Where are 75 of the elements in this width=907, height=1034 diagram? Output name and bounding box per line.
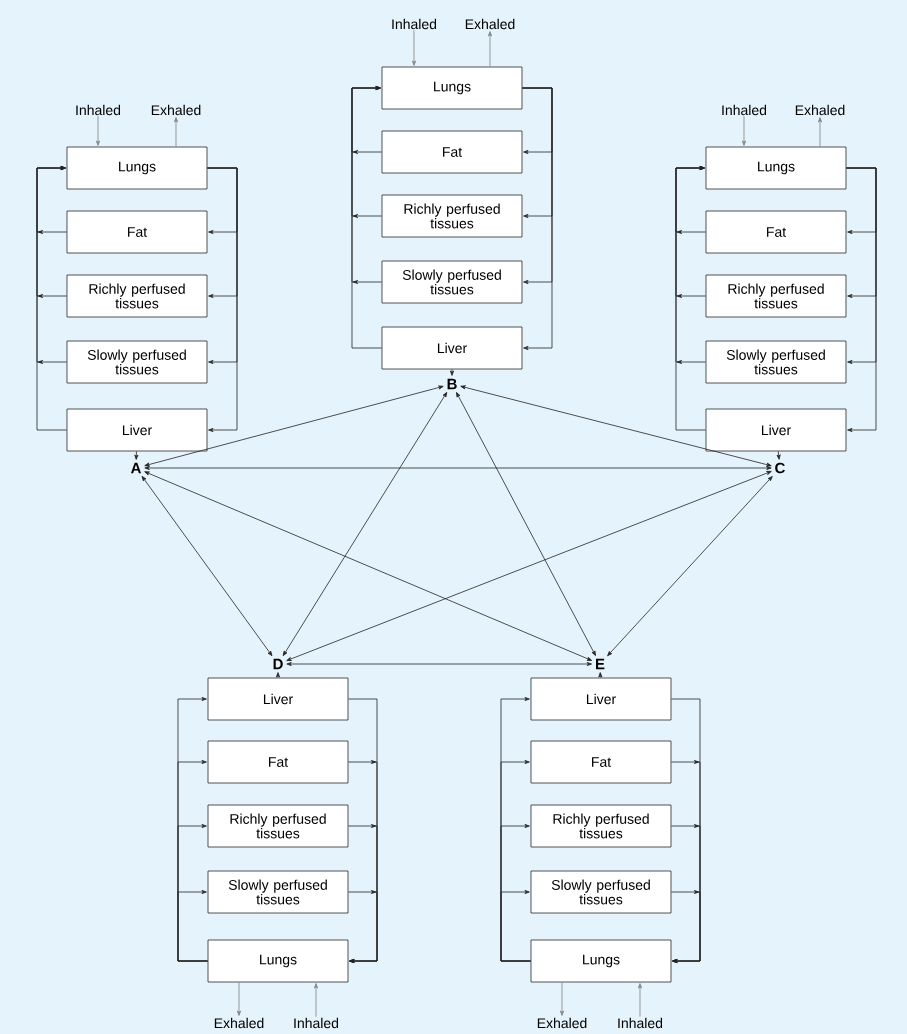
flow-label: Exhaled [465, 18, 515, 30]
compartment-box: Liver [381, 326, 523, 370]
compartment-box: Richly perfused tissues [66, 274, 208, 318]
compartment-box: Lungs [66, 146, 208, 190]
flow-arrow [177, 890, 208, 962]
compartment-box: Fat [530, 740, 672, 784]
flow-arrow [134, 451, 139, 460]
flow-arrow [846, 167, 877, 432]
exchange-arrow [456, 392, 596, 656]
breath-arrow [237, 982, 241, 1016]
flow-label: Inhaled [392, 18, 437, 30]
compartment-box: Liver [207, 677, 349, 721]
compartment-box: Richly perfused tissues [381, 194, 523, 238]
flow-arrow [207, 167, 238, 432]
compartment-letter: D [273, 658, 283, 670]
flow-label: Exhaled [214, 1017, 264, 1029]
compartment-box: Richly perfused tissues [530, 804, 672, 848]
flow-label: Inhaled [722, 104, 767, 116]
compartment-box: Lungs [705, 146, 847, 190]
exchange-arrow [286, 662, 592, 666]
exchange-arrow [144, 471, 593, 661]
exchange-arrow [282, 392, 448, 657]
exchange-arrow [144, 385, 444, 467]
compartment-box: Slowly perfused tissues [530, 870, 672, 914]
compartment-box: Liver [530, 677, 672, 721]
compartment-box: Lungs [207, 939, 349, 983]
compartment-box: Slowly perfused tissues [66, 340, 208, 384]
breath-arrow [488, 31, 492, 67]
flow-label: Inhaled [76, 104, 121, 116]
exchange-arrow [144, 466, 772, 470]
flow-arrow [671, 890, 701, 963]
exchange-arrow [460, 385, 772, 467]
compartment-box: Fat [66, 210, 208, 254]
compartment-box: Slowly perfused tissues [381, 260, 523, 304]
compartment-letter: B [447, 378, 457, 390]
exchange-arrow [607, 476, 773, 657]
compartment-box: Fat [705, 210, 847, 254]
flow-arrow [500, 890, 531, 962]
flow-arrow [522, 87, 553, 350]
compartment-letter: E [596, 658, 605, 670]
flow-arrow [776, 451, 781, 460]
breath-arrow [314, 983, 318, 1018]
compartment-box: Richly perfused tissues [207, 804, 349, 848]
flow-arrow [450, 369, 454, 376]
breath-arrow [96, 115, 100, 146]
breath-arrow [560, 982, 564, 1016]
compartment-box: Liver [705, 408, 847, 452]
flow-label: Inhaled [618, 1017, 663, 1029]
flow-arrow [598, 672, 603, 678]
flow-arrow [348, 890, 378, 963]
exchange-arrow [141, 475, 273, 657]
flow-arrow [675, 166, 706, 431]
compartment-letter: C [775, 462, 785, 474]
flow-arrow [276, 672, 280, 678]
compartment-box: Lungs [381, 66, 523, 110]
compartment-box: Fat [207, 740, 349, 784]
compartment-box: Richly perfused tissues [705, 274, 847, 318]
flow-arrow [351, 86, 382, 349]
flow-label: Exhaled [537, 1017, 587, 1029]
breath-arrow [412, 29, 416, 66]
flow-label: Exhaled [151, 104, 201, 116]
compartment-box: Slowly perfused tissues [705, 340, 847, 384]
breath-arrow [742, 115, 746, 146]
compartment-box: Lungs [530, 939, 672, 983]
flow-label: Inhaled [294, 1017, 339, 1029]
breath-arrow [818, 117, 822, 147]
flow-arrow [36, 166, 67, 431]
compartment-box: Fat [381, 130, 523, 174]
exchange-arrow [286, 471, 772, 661]
breath-arrow [638, 983, 642, 1018]
compartment-box: Slowly perfused tissues [207, 870, 349, 914]
flow-label: Exhaled [795, 104, 845, 116]
compartment-letter: A [130, 462, 141, 474]
breath-arrow [174, 117, 178, 147]
compartment-box: Liver [66, 408, 208, 452]
